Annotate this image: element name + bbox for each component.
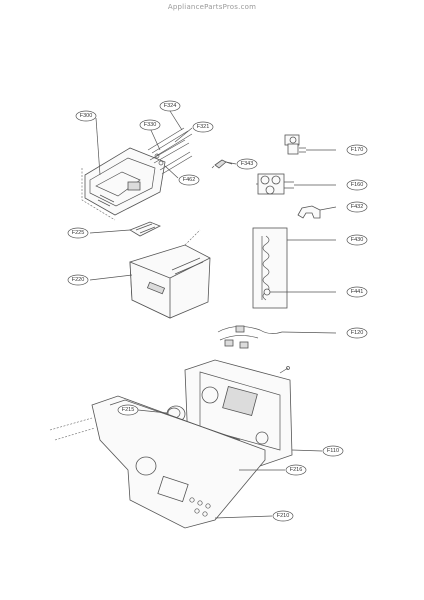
svg-text:F110: F110 [327, 448, 339, 454]
callout-F441: F441 [346, 286, 368, 298]
callout-F430: F430 [346, 234, 368, 246]
svg-text:F160: F160 [351, 182, 364, 188]
callout-F324: F324 [159, 100, 181, 112]
svg-text:F225: F225 [72, 230, 85, 236]
svg-text:F216: F216 [290, 467, 303, 473]
dispenser-hoses-part [147, 127, 193, 175]
callout-F343: F343 [236, 158, 258, 170]
wire-harness-part [217, 325, 283, 349]
svg-text:F220: F220 [72, 277, 85, 283]
inlet-valve-small-part [284, 134, 306, 155]
svg-text:F462: F462 [183, 177, 196, 183]
callout-F120: F120 [346, 327, 368, 339]
svg-text:F321: F321 [197, 124, 210, 130]
callout-F216: F216 [285, 464, 307, 476]
inlet-valve-assembly-part [256, 173, 294, 195]
svg-text:F210: F210 [277, 513, 290, 519]
svg-text:F300: F300 [80, 113, 93, 119]
callout-F462: F462 [178, 174, 200, 186]
control-panel-part [49, 395, 266, 529]
callout-F210: F210 [272, 510, 294, 522]
callout-F170: F170 [346, 144, 368, 156]
dispenser-drawer-part [129, 229, 211, 319]
dispenser-housing-part [81, 147, 166, 221]
svg-text:F324: F324 [164, 103, 177, 109]
callout-F225: F225 [67, 227, 89, 239]
svg-text:F120: F120 [351, 330, 364, 336]
svg-text:F330: F330 [144, 122, 157, 128]
svg-text:F170: F170 [351, 147, 364, 153]
callout-F215: F215 [117, 404, 139, 416]
svg-text:F432: F432 [351, 204, 364, 210]
spring-assembly-part [252, 227, 288, 309]
svg-text:F430: F430 [351, 237, 364, 243]
bracket-part [297, 205, 321, 219]
clip-part [211, 159, 233, 169]
cap-part [129, 221, 161, 237]
callout-F330: F330 [139, 119, 161, 131]
callout-F110: F110 [322, 445, 344, 457]
svg-text:F343: F343 [241, 161, 254, 167]
svg-text:F215: F215 [122, 407, 135, 413]
callout-F432: F432 [346, 201, 368, 213]
svg-text:F441: F441 [351, 289, 364, 295]
leader-lines [89, 110, 337, 519]
callout-F160: F160 [346, 179, 368, 191]
callout-F300: F300 [75, 110, 97, 122]
watermark-text: AppliancePartsPros.com [167, 3, 257, 11]
callout-F220: F220 [67, 274, 89, 286]
callout-F321: F321 [192, 121, 214, 133]
